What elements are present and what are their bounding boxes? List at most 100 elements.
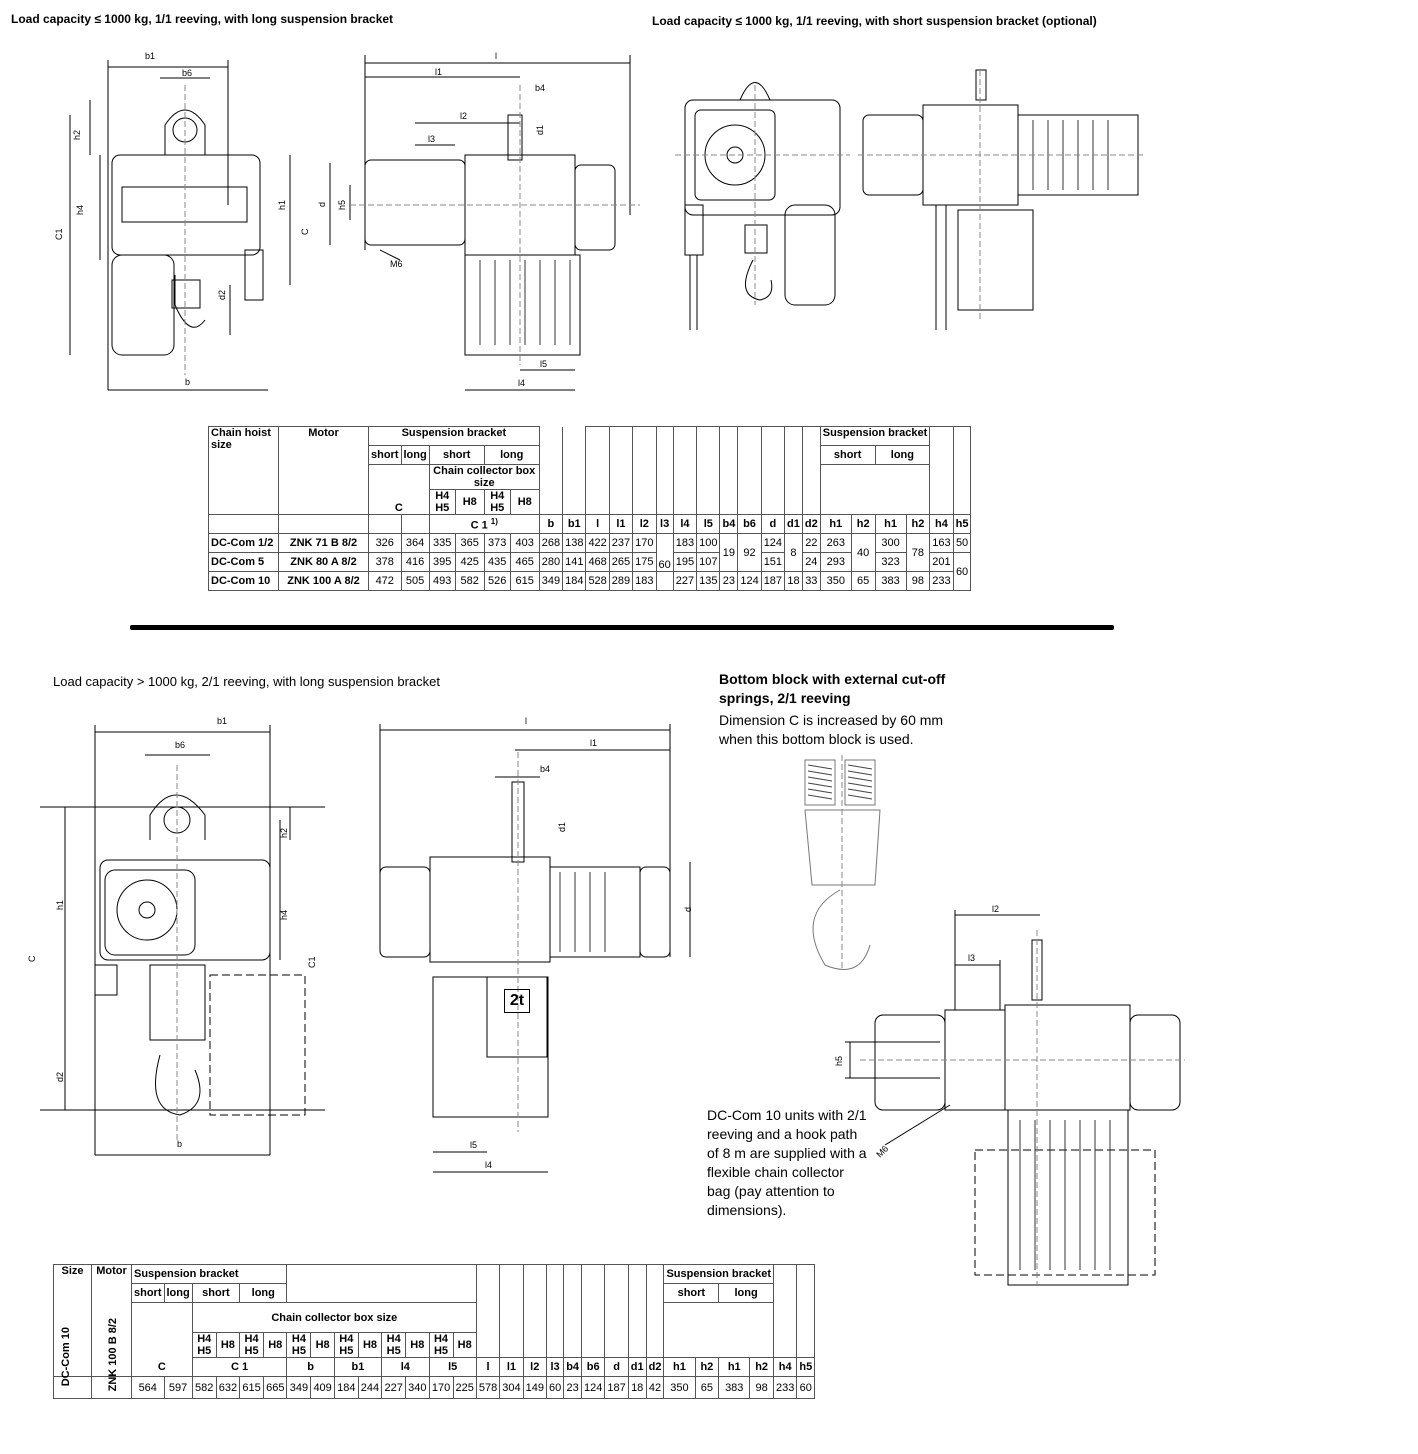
cell-d1: 18 bbox=[784, 571, 803, 591]
cell-h1-long: 300 bbox=[874, 533, 907, 553]
table2-value-cell: 244 bbox=[357, 1376, 383, 1399]
dim-m6: M6 bbox=[390, 259, 403, 269]
section2-title: Load capacity > 1000 kg, 2/1 reeving, wi… bbox=[53, 674, 440, 689]
table2-value-cell: 170 bbox=[428, 1376, 454, 1399]
table2-value-cell: 227 bbox=[381, 1376, 407, 1399]
table2-value-cell: 65 bbox=[694, 1376, 720, 1399]
section1-title-right: Load capacity ≤ 1000 kg, 1/1 reeving, wi… bbox=[652, 14, 1097, 28]
cell-b: 268 bbox=[538, 533, 564, 553]
dim-b: b bbox=[185, 377, 190, 387]
table2-value-cell: 578 bbox=[475, 1376, 501, 1399]
dim-b1-2: b1 bbox=[217, 716, 227, 726]
cell-l1: 237 bbox=[608, 533, 634, 553]
header-h1-short-2: h1 bbox=[663, 1357, 696, 1377]
dim-l3: l3 bbox=[428, 134, 435, 144]
header-short-c1: short bbox=[428, 445, 485, 465]
header-long-h: long bbox=[874, 445, 931, 465]
table2-value-cell: 632 bbox=[215, 1376, 241, 1399]
header-h1-short: h1 bbox=[819, 514, 852, 534]
header-short: short bbox=[368, 445, 402, 465]
dim-l2-3: l2 bbox=[992, 904, 999, 914]
cell-h1-short: 263 bbox=[819, 533, 852, 553]
cell-l: 528 bbox=[585, 571, 610, 591]
cell-c1: 395 bbox=[428, 552, 456, 572]
dim-b1: b1 bbox=[145, 51, 155, 61]
header-l3: l3 bbox=[655, 514, 674, 534]
header-suspension-bracket-3: Suspension bracket bbox=[130, 1264, 288, 1284]
cell-h2-long: 78 bbox=[905, 533, 931, 572]
dim-d: d bbox=[317, 202, 327, 207]
table2-value-cell: 60 bbox=[796, 1376, 816, 1399]
header-h4h5-2: H4 H5 bbox=[483, 489, 511, 515]
dim-c-2: C bbox=[27, 955, 37, 962]
header-l4: l4 bbox=[672, 514, 698, 534]
cell-c1: 365 bbox=[454, 533, 485, 553]
cell-l2: 183 bbox=[632, 571, 657, 591]
header-d: d bbox=[760, 514, 786, 534]
table2-value-cell: 233 bbox=[772, 1376, 798, 1399]
cell-c1: 582 bbox=[454, 571, 485, 591]
table2-value-cell: 23 bbox=[563, 1376, 583, 1399]
table2-value-cell: 124 bbox=[581, 1376, 606, 1399]
header-suspension-bracket-4: Suspension bracket bbox=[663, 1264, 774, 1284]
cell-d: 151 bbox=[760, 552, 786, 572]
cell-h5-merged: 60 bbox=[952, 552, 972, 591]
dim-b-2: b bbox=[177, 1139, 182, 1149]
header-long-4: long bbox=[718, 1283, 774, 1303]
cell-c1: 493 bbox=[428, 571, 456, 591]
cell-h1-short: 293 bbox=[819, 552, 852, 572]
header-b: b bbox=[538, 514, 564, 534]
header-b-2: b bbox=[286, 1357, 335, 1377]
dim-l: l bbox=[495, 51, 497, 61]
header-l2-2: l2 bbox=[522, 1357, 547, 1377]
cell-motor: ZNK 71 B 8/2 bbox=[278, 533, 369, 553]
cell-h1-long: 383 bbox=[874, 571, 907, 591]
header-h8: H8 bbox=[263, 1332, 288, 1358]
header-h4h5: H4 H5 bbox=[428, 1332, 454, 1358]
header-c-2: C bbox=[131, 1357, 193, 1377]
capacity-badge: 2t bbox=[504, 989, 530, 1013]
cell-d: 124 bbox=[760, 533, 786, 553]
header-long-2: long bbox=[163, 1283, 193, 1303]
header-b1-2: b1 bbox=[333, 1357, 383, 1377]
dim-l5: l5 bbox=[540, 359, 547, 369]
cell-b4: 19 bbox=[719, 533, 739, 572]
header-b1: b1 bbox=[562, 514, 587, 534]
header-l3-2: l3 bbox=[545, 1357, 565, 1377]
header-h4: h4 bbox=[929, 514, 954, 534]
hoist-2-1-side-drawing: l l1 b4 d1 d l5 l4 bbox=[379, 716, 693, 1173]
header-h4-2: h4 bbox=[772, 1357, 798, 1377]
cell-b: 349 bbox=[538, 571, 564, 591]
header-chain-collector: Chain collector box size bbox=[428, 464, 540, 490]
header-h4h5: H4 H5 bbox=[381, 1332, 407, 1358]
table2-value-cell: 597 bbox=[163, 1376, 193, 1399]
header-h4h5: H4 H5 bbox=[239, 1332, 265, 1358]
header-h5: h5 bbox=[952, 514, 972, 534]
hoist-front-view-drawing: b1 b6 h2 h4 C1 h1 d2 b bbox=[54, 51, 291, 391]
cell-l: 422 bbox=[585, 533, 610, 553]
header-l5: l5 bbox=[696, 514, 721, 534]
cell-l4: 183 bbox=[672, 533, 698, 553]
header-c: C bbox=[368, 464, 430, 515]
header-long-3: long bbox=[239, 1283, 288, 1303]
table2-value-cell: 42 bbox=[645, 1376, 665, 1399]
cell-size: DC-Com 10 bbox=[208, 571, 279, 591]
cell-c1: 526 bbox=[483, 571, 511, 591]
hoist-chain-bag-side-drawing: l2 l3 h5 M6 bbox=[834, 904, 1185, 1286]
header-d-2: d bbox=[604, 1357, 629, 1377]
dim-b6-2: b6 bbox=[175, 740, 185, 750]
header-h2-long-2: h2 bbox=[749, 1357, 774, 1377]
cell-b1: 184 bbox=[562, 571, 587, 591]
cell-b1: 138 bbox=[562, 533, 587, 553]
header-d2: d2 bbox=[801, 514, 821, 534]
cell-h2-long: 98 bbox=[905, 571, 931, 591]
cell-c1: 403 bbox=[509, 533, 540, 553]
dim-h5: h5 bbox=[337, 200, 347, 210]
dim-h4: h4 bbox=[75, 205, 85, 215]
dim-l-2: l bbox=[525, 716, 527, 726]
table2-value-cell: 60 bbox=[545, 1376, 565, 1399]
cell-c1: 615 bbox=[509, 571, 540, 591]
cell-c1: 373 bbox=[483, 533, 511, 553]
cell-c-short: 326 bbox=[368, 533, 402, 553]
dim-l3-3: l3 bbox=[968, 953, 975, 963]
